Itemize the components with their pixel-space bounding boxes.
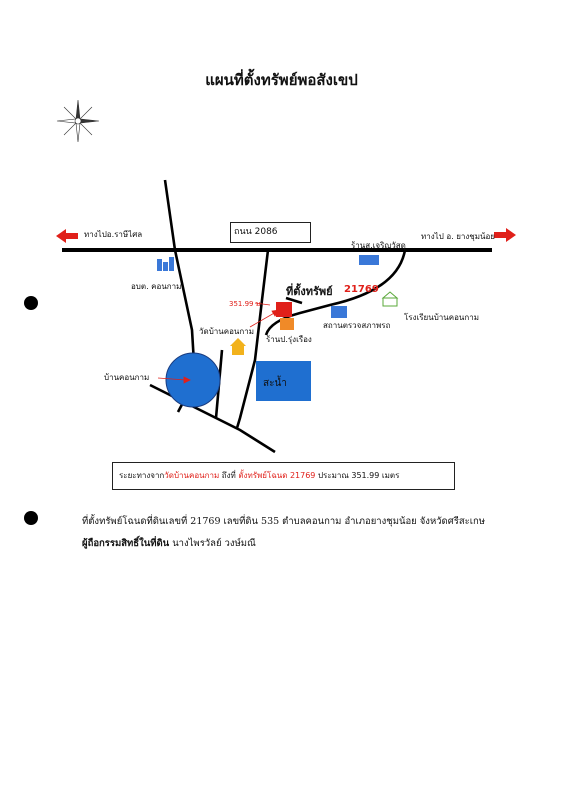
owner-label: ผู้ถือกรรมสิทธิ์ในที่ดิน — [82, 538, 170, 549]
shop-rung-label: ร้านป.รุ่งเรือง — [266, 335, 312, 344]
school-label: โรงเรียนบ้านคอนกาม — [404, 313, 479, 322]
distance-text-2: ถึงที่ — [219, 471, 239, 480]
pond-area — [256, 361, 311, 401]
property-label: ที่ตั้งทรัพย์ — [286, 285, 333, 298]
punch-hole-bottom — [24, 511, 38, 525]
road-south — [235, 249, 270, 429]
shop-building-icon — [359, 255, 379, 265]
police-building-icon — [331, 306, 347, 318]
police-station-label: สถานตรวจสภาพรถ — [323, 321, 391, 330]
road-east-loop — [264, 249, 407, 336]
pond-label: สะน้ำ — [263, 378, 287, 389]
property-marker — [276, 302, 292, 317]
distance-box: ระยะทางจากวัดบ้านคอนกาม ถึงที่ ตั้งทรัพย… — [112, 462, 455, 490]
direction-right-label: ทางไป อ. ยางชุมน้อย — [421, 232, 495, 241]
distance-to: ตั้งทรัพย์โฉนด 21769 — [238, 471, 316, 480]
obt-label: อบต. คอนกาม — [131, 282, 182, 291]
arrow-right-icon — [494, 228, 516, 242]
obt-building-icon — [157, 257, 174, 271]
map-canvas — [56, 179, 516, 454]
shop-charoen-label: ร้านส.เจริญวัสดุ — [351, 241, 406, 250]
shop-rung-icon — [280, 318, 294, 330]
arrow-left-icon — [56, 229, 78, 243]
info-line-1: ที่ตั้งทรัพย์โฉนดที่ดินเลขที่ 21769 เลขท… — [82, 516, 486, 527]
direction-left-label: ทางไปอ.ราษีไศล — [84, 230, 143, 239]
distance-text-3: ประมาณ 351.99 เมตร — [315, 471, 400, 480]
compass-rose-icon — [56, 99, 100, 143]
punch-hole-top — [24, 296, 38, 310]
distance-from: วัดบ้านคอนกาม — [164, 471, 220, 480]
info-line-2: ผู้ถือกรรมสิทธิ์ในที่ดิน นางไพรวัลย์ วงษ… — [82, 536, 256, 551]
temple-label: วัดบ้านคอนกาม — [199, 327, 254, 336]
school-icon — [381, 291, 399, 307]
village-area — [165, 352, 221, 408]
owner-name: นางไพรวัลย์ วงษ์มณี — [169, 538, 256, 549]
property-number: 21769 — [344, 284, 379, 295]
map-title: แผนที่ตั้งทรัพย์พอสังเขป — [205, 71, 358, 89]
road-property — [285, 296, 303, 305]
village-label: บ้านคอนกาม — [104, 373, 150, 382]
road-name-label: ถนน 2086 — [230, 222, 311, 243]
distance-small-label: 351.99 ม — [229, 300, 261, 308]
distance-text-1: ระยะทางจาก — [119, 471, 165, 480]
temple-icon — [230, 338, 246, 355]
